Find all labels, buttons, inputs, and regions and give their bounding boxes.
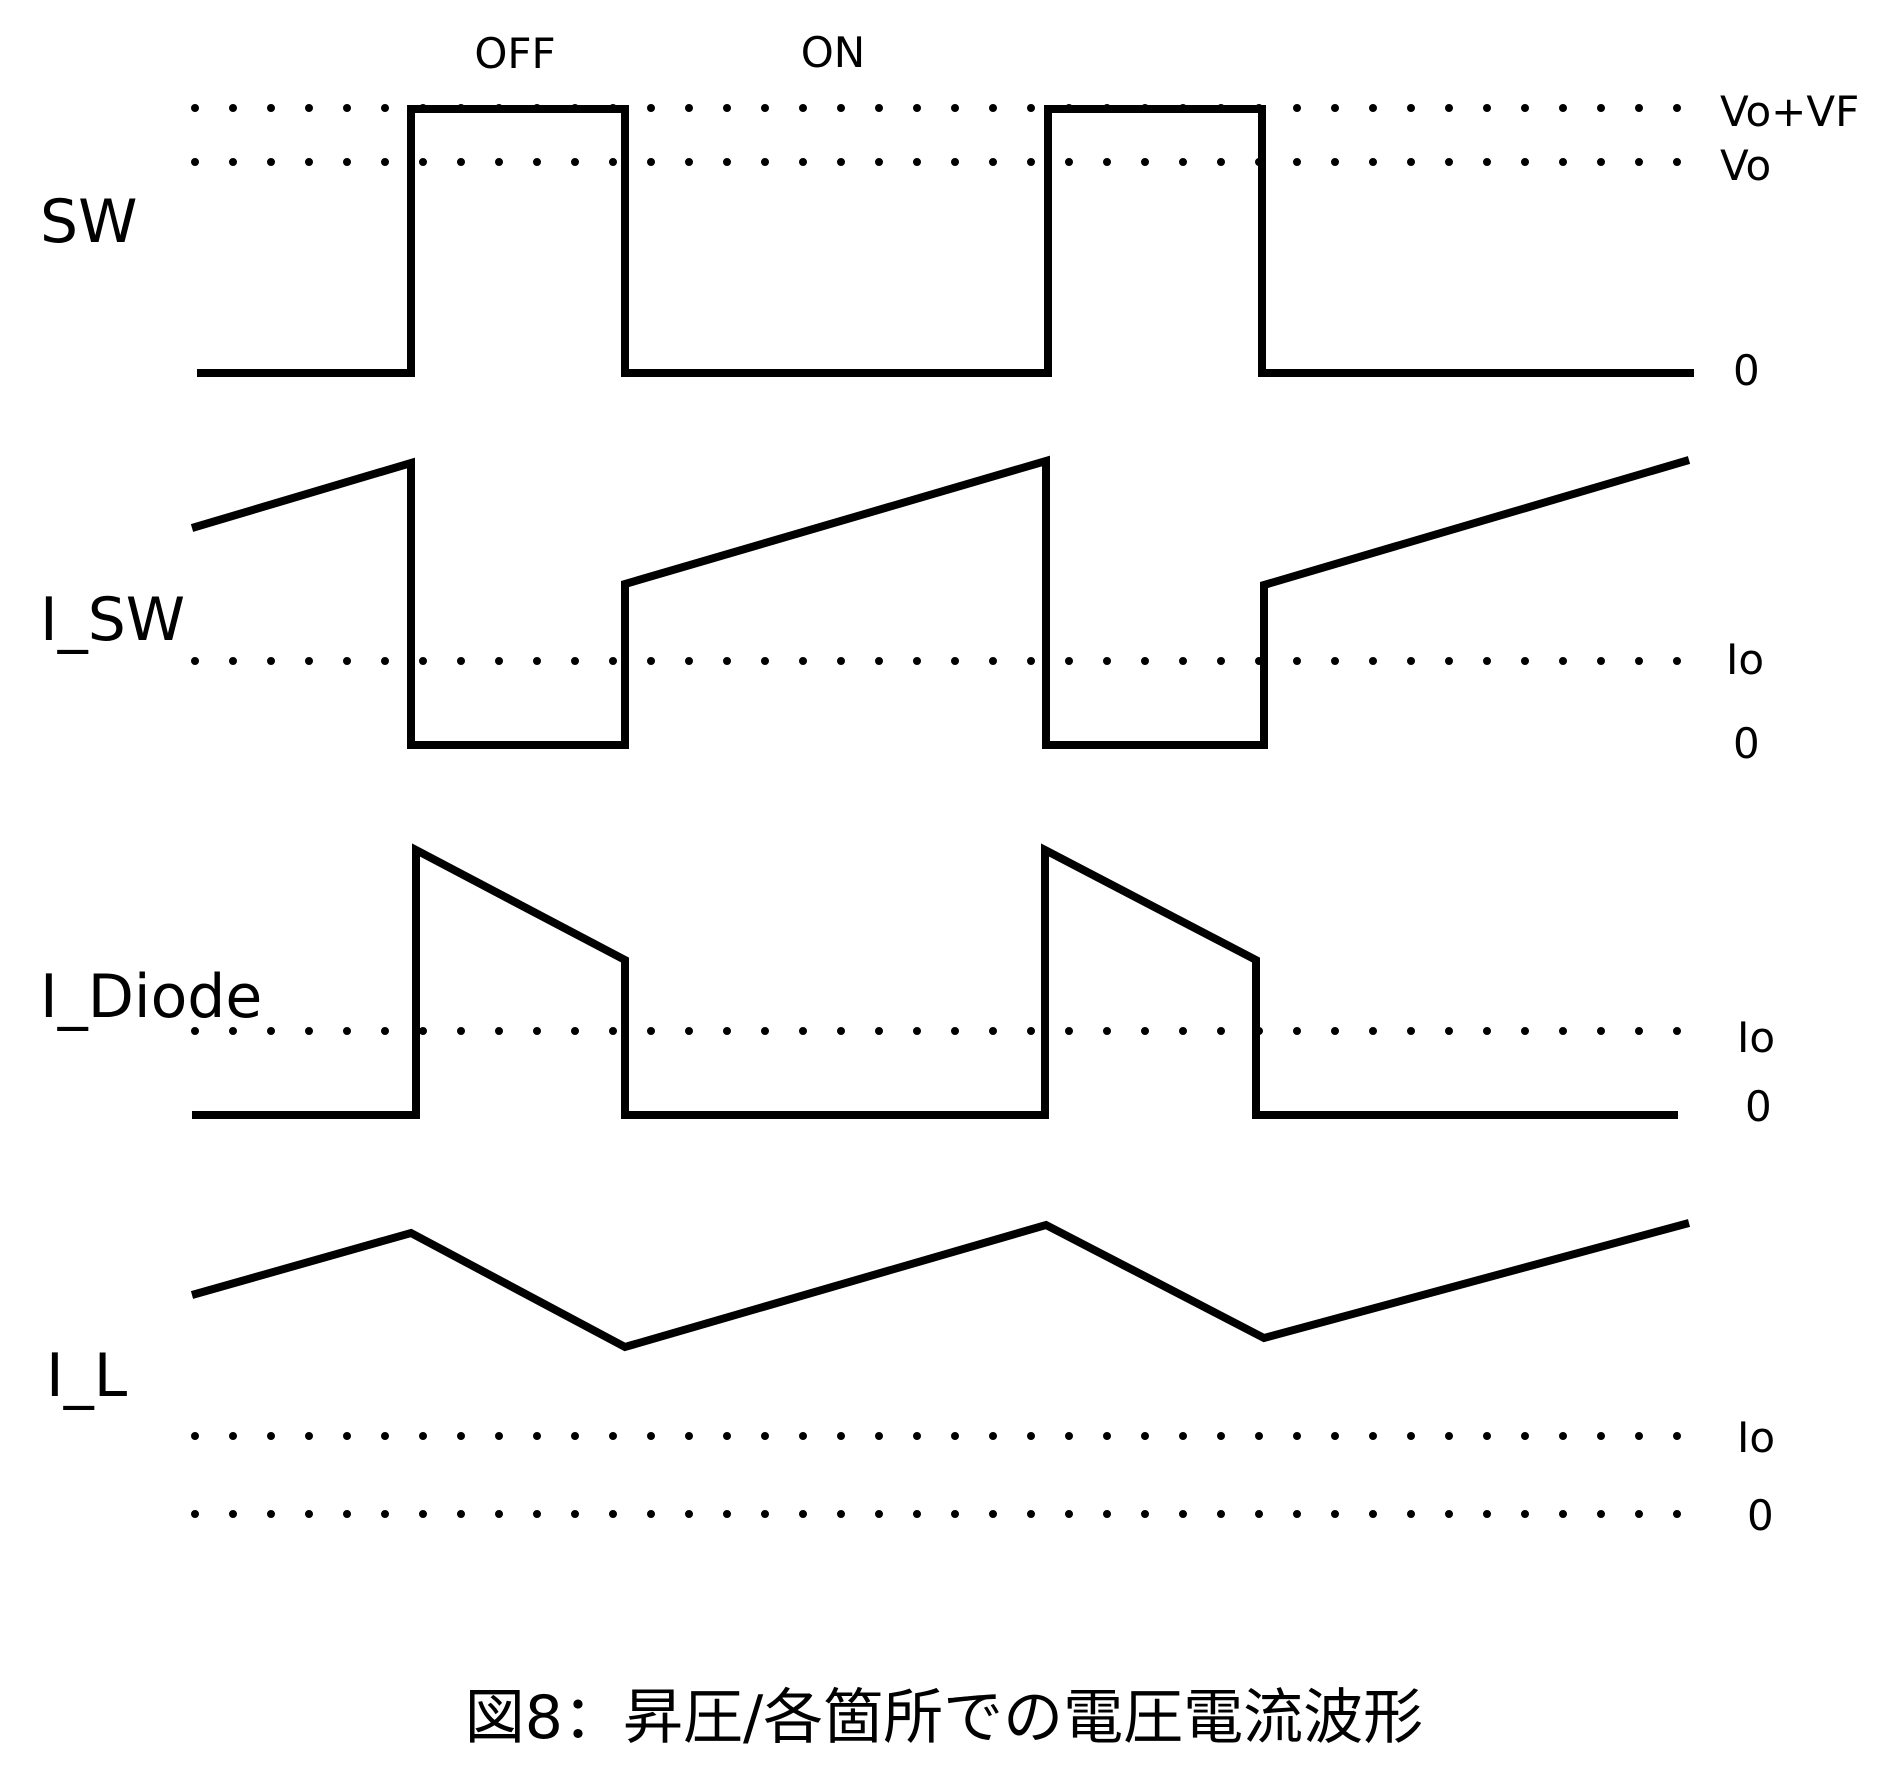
sw-voltage-waveform [197,105,1694,377]
i-l-waveform [190,1219,1691,1352]
i-diode-waveform [192,843,1678,1119]
i-diode-signal-label: I_Diode [40,962,262,1032]
i-sw-level-io-label: Io [1726,635,1764,684]
figure-caption: 図8：昇圧/各箇所での電圧電流波形 [465,1683,1423,1753]
i-sw-waveform [190,455,1691,749]
i-diode-level-zero-label: 0 [1745,1082,1772,1131]
sw-signal-label: SW [40,187,137,257]
phase-label-on: ON [801,28,865,77]
sw-level-zero-label: 0 [1733,346,1760,395]
i-l-level-zero-label: 0 [1747,1491,1774,1540]
phase-label-off: OFF [474,29,555,78]
i-sw-signal-label: I_SW [40,585,185,655]
i-l-signal-label: I_L [46,1341,128,1411]
sw-level-vo-label: Vo [1720,141,1771,190]
i-sw-level-zero-label: 0 [1733,719,1760,768]
sw-level-vo-vf-label: Vo+VF [1720,87,1859,136]
i-l-level-io-label: Io [1737,1413,1775,1462]
i-diode-level-io-label: Io [1737,1013,1775,1062]
